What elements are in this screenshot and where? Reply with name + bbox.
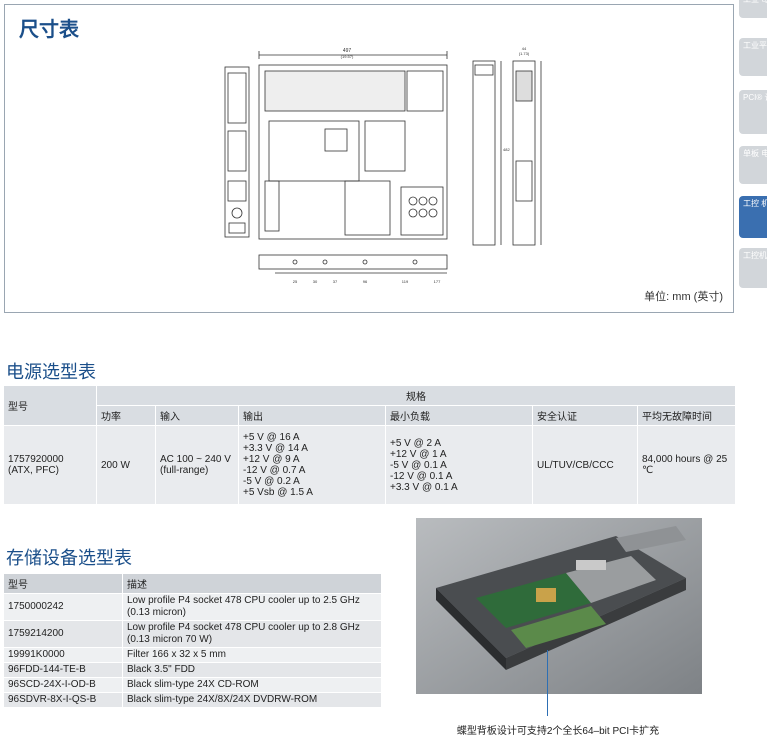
photo-caption: 蝶型背板设计可支持2个全长64–bit PCI卡扩充	[456, 726, 660, 737]
storage-title: 存储设备选型表	[6, 548, 132, 568]
power-cell-model: 1757920000 (ATX, PFC)	[4, 425, 97, 504]
power-cell-power: 200 W	[96, 425, 156, 504]
top-width-in-label: (19.57)	[341, 54, 354, 59]
power-col-input: 输入	[155, 405, 239, 426]
storage-cell-desc: Filter 166 x 32 x 5 mm	[122, 647, 381, 663]
side-view	[472, 60, 542, 246]
power-table: 型号 规格 功率 输入 输出 最小负载 安全认证 平均无故障时间 1757920…	[4, 386, 735, 504]
power-col-power: 功率	[96, 405, 156, 426]
bottom-dim-4: 96	[363, 279, 368, 284]
table-row: 1750000242 Low profile P4 socket 478 CPU…	[4, 593, 381, 621]
power-cell-mtbf: 84,000 hours @ 25 ℃	[637, 425, 735, 504]
storage-table: 型号 描述 1750000242 Low profile P4 socket 4…	[4, 574, 381, 707]
storage-header-model: 型号	[4, 574, 123, 594]
side-tab-sbc[interactable]: 单板 电脑	[739, 146, 767, 184]
bottom-dim-1: 25	[293, 279, 298, 284]
side-width-label: 44	[522, 46, 527, 51]
caption-pointer	[547, 650, 548, 716]
depth-label: 482	[503, 147, 510, 152]
bottom-dim-5: 119	[402, 279, 409, 284]
storage-cell-desc: Black slim-type 24X CD-ROM	[122, 677, 381, 693]
table-row: 19991K0000 Filter 166 x 32 x 5 mm	[4, 647, 381, 663]
storage-cell-model: 96SCD-24X-I-OD-B	[4, 677, 123, 693]
top-width-label: 497	[343, 48, 352, 54]
side-width-in-label: (1.73)	[519, 51, 530, 56]
storage-cell-model: 96SDVR-8X-I-QS-B	[4, 692, 123, 707]
power-cell-safety: UL/TUV/CB/CCC	[532, 425, 638, 504]
storage-cell-model: 19991K0000	[4, 647, 123, 663]
power-col-output: 输出	[238, 405, 386, 426]
unit-note: 单位: mm (英寸)	[644, 291, 723, 303]
table-row: 96SDVR-8X-I-QS-B Black slim-type 24X/8X/…	[4, 692, 381, 707]
dimensions-title: 尺寸表	[19, 19, 79, 41]
power-col-mtbf: 平均无故障时间	[637, 405, 735, 426]
dimension-drawing: 497 (19.57) 44 (1.73) 482 25 30 37 96 11…	[224, 46, 542, 284]
storage-cell-desc: Black slim-type 24X/8X/24X DVDRW-ROM	[122, 692, 381, 707]
bottom-view	[258, 254, 448, 274]
bottom-dim-2: 30	[313, 279, 318, 284]
storage-header-desc: 描述	[122, 574, 381, 594]
side-tabs: 工业 母板 工业平 机箱 PCI® 计算平 单板 电脑 工控 机箱 工控机 周边…	[739, 0, 767, 300]
storage-cell-desc: Low profile P4 socket 478 CPU cooler up …	[122, 620, 381, 648]
storage-cell-model: 1750000242	[4, 593, 123, 621]
power-col-safety: 安全认证	[532, 405, 638, 426]
storage-cell-model: 1759214200	[4, 620, 123, 648]
side-tab-ipc-chassis[interactable]: 工控 机箱	[739, 196, 767, 238]
power-col-min-load: 最小负载	[385, 405, 533, 426]
storage-cell-desc: Black 3.5" FDD	[122, 662, 381, 678]
dimensions-panel: 尺寸表 497 (19.57)	[4, 4, 734, 313]
side-tab-industrial-chassis[interactable]: 工业平 机箱	[739, 38, 767, 76]
table-row: 96SCD-24X-I-OD-B Black slim-type 24X CD-…	[4, 677, 381, 693]
top-view	[258, 51, 448, 240]
side-tab-ipc-peripherals[interactable]: 工控机 周边设	[739, 248, 767, 288]
product-photo	[416, 518, 702, 694]
bottom-dim-6: 177	[434, 279, 441, 284]
power-header-model: 型号	[4, 386, 97, 426]
power-cell-output: +5 V @ 16 A +3.3 V @ 14 A +12 V @ 9 A -1…	[238, 425, 386, 504]
table-row: 1757920000 (ATX, PFC) 200 W AC 100 ~ 240…	[4, 425, 735, 504]
bottom-dim-3: 37	[333, 279, 338, 284]
side-tab-pci-computing[interactable]: PCI® 计算平	[739, 90, 767, 134]
power-cell-min-load: +5 V @ 2 A +12 V @ 1 A -5 V @ 0.1 A -12 …	[385, 425, 533, 504]
front-view	[224, 66, 250, 238]
power-title: 电源选型表	[6, 362, 96, 382]
table-row: 96FDD-144-TE-B Black 3.5" FDD	[4, 662, 381, 678]
storage-cell-model: 96FDD-144-TE-B	[4, 662, 123, 678]
storage-cell-desc: Low profile P4 socket 478 CPU cooler up …	[122, 593, 381, 621]
table-row: 1759214200 Low profile P4 socket 478 CPU…	[4, 620, 381, 648]
power-header-spec: 规格	[96, 386, 735, 406]
power-cell-input: AC 100 ~ 240 V (full-range)	[155, 425, 239, 504]
side-tab-motherboard[interactable]: 工业 母板	[739, 0, 767, 18]
